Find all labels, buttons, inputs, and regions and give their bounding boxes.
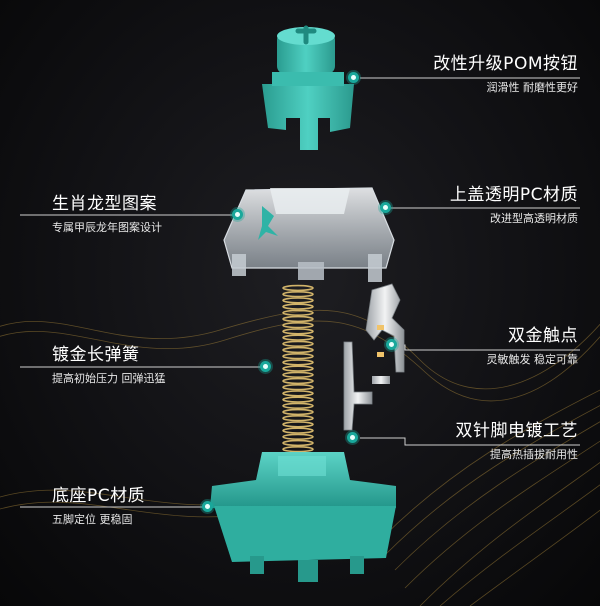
spring-coil [282,408,314,416]
spring-coil [282,439,314,447]
spring-coil [282,346,314,354]
callout-dot-housing [380,202,391,213]
callout-pins: 双针脚电镀工艺 提高热插拔耐用性 [456,421,579,462]
callout-stem: 改性升级POM按钮 润滑性 耐磨性更好 [433,54,578,95]
callout-dragon-title: 生肖龙型图案 [52,194,157,214]
spring-coil [282,396,314,403]
spring-coil [282,291,314,298]
spring-coil [282,390,314,397]
spring-coil [282,421,314,428]
callout-base: 底座PC材质 五脚定位 更稳固 [52,486,145,527]
callout-dot-stem [348,72,359,83]
callout-stem-title: 改性升级POM按钮 [433,54,578,74]
spring-coil [282,415,314,422]
pom-stem [262,25,354,150]
spring-coil [282,402,314,409]
callout-contacts-title: 双金触点 [508,326,578,346]
spring-coil [282,284,314,292]
spring-coil [282,377,314,385]
spring-coil [282,340,314,347]
callout-pins-sub: 提高热插拔耐用性 [490,448,578,461]
callout-spring-title: 镀金长弹簧 [52,345,140,365]
spring-coil [282,353,314,360]
callout-housing-title: 上盖透明PC材质 [449,185,578,205]
gold-contacts [343,283,405,431]
callout-base-title: 底座PC材质 [52,486,146,506]
spring-coil [282,446,314,453]
callout-contacts: 双金触点 灵敏触发 稳定可靠 [487,326,579,367]
pc-base-housing [210,452,396,582]
spring-coil [282,322,314,329]
callout-dot-contacts [386,339,397,350]
spring-coil [282,297,314,304]
callout-base-sub: 五脚定位 更稳固 [52,513,133,526]
callout-housing: 上盖透明PC材质 改进型高透明材质 [450,185,578,226]
transparent-top-housing [223,187,395,282]
callout-stem-sub: 润滑性 耐磨性更好 [486,81,579,94]
spring-coil [282,328,314,335]
callout-contacts-sub: 灵敏触发 稳定可靠 [486,353,579,366]
callout-spring: 镀金长弹簧 提高初始压力 回弹迅猛 [52,345,166,386]
spring-coil [282,365,314,372]
callout-dot-base [202,501,213,512]
callout-dragon-sub: 专属甲辰龙年图案设计 [52,221,162,234]
spring-coil [282,315,314,323]
callout-dragon: 生肖龙型图案 专属甲辰龙年图案设计 [52,194,162,235]
spring-coil [282,303,314,310]
callout-housing-sub: 改进型高透明材质 [490,212,578,225]
callout-dot-pins [347,432,358,443]
callout-spring-sub: 提高初始压力 回弹迅猛 [52,372,166,385]
decorative-wave-lines [0,309,600,606]
spring-coil [282,433,314,440]
callout-dot-spring [260,361,271,372]
spring-coil [282,371,314,378]
spring-coil [282,427,314,434]
spring-coil [282,359,314,366]
spring-coil [282,334,314,341]
spring-coil [282,309,314,316]
callout-pins-title: 双针脚电镀工艺 [455,421,578,441]
callout-dot-dragon [232,209,243,220]
spring-coil [282,384,314,391]
